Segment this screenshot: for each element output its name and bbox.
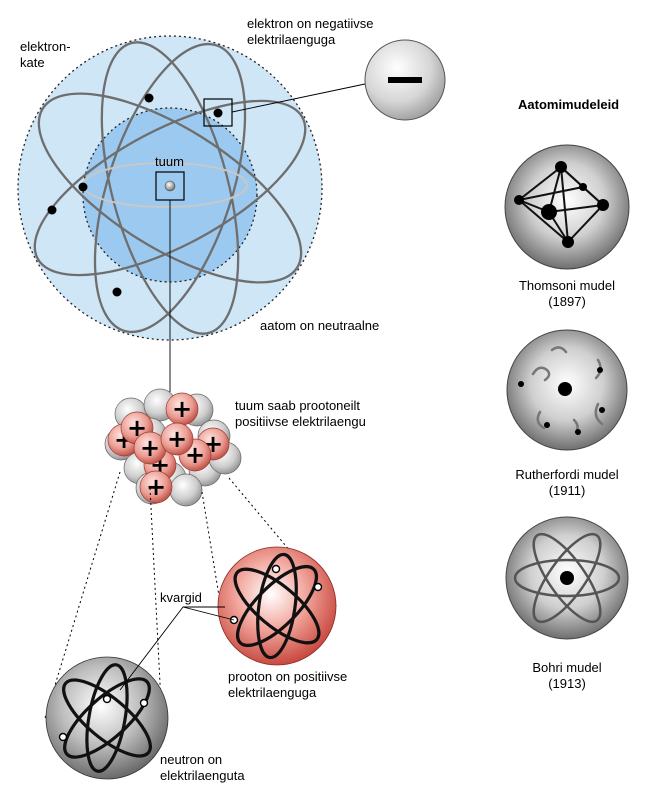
quark-dot-icon (313, 582, 323, 592)
models-heading: Aatomimudeleid (518, 97, 620, 112)
quark-leaders (119, 606, 235, 691)
bohr-model-year: (1913) (548, 676, 586, 691)
rutherford-model-year: (1911) (548, 483, 586, 498)
rutherford-model-name: Rutherfordi mudel (515, 467, 619, 482)
electron-dot-icon (112, 287, 122, 297)
electron-dot-icon (144, 93, 154, 103)
thomson-model (504, 144, 630, 270)
quark-dot-icon (102, 694, 112, 704)
atom-neutral-label: aatom on neutraalne (260, 318, 380, 333)
minus-sign-icon (388, 77, 422, 83)
proton (217, 546, 337, 666)
plus-sign-icon: + (167, 425, 187, 453)
bohr-model-name: Bohri mudel (532, 660, 602, 675)
electrons (47, 93, 223, 297)
rutherford-model (506, 329, 628, 451)
plus-sign-icon: + (146, 473, 166, 501)
nucleus-charge-label: tuum saab prootoneilt positiivse elektri… (235, 398, 366, 429)
bohr-model (505, 516, 629, 640)
quark-dot-icon (139, 698, 149, 708)
neutron (45, 656, 169, 780)
proton-sphere (160, 422, 194, 456)
nucleus-cluster: +++++++++ (104, 388, 242, 507)
quarks-label: kvargid (160, 590, 202, 605)
proton-sphere (139, 470, 173, 504)
electron-dot-icon (47, 205, 57, 215)
electron-charge-label: elektron on negatiivse elektrilaenguga (247, 16, 374, 47)
quark-dot-icon (58, 732, 68, 742)
thomson-model-name: Thomsoni mudel (518, 278, 616, 293)
atom (17, 35, 366, 392)
electron-dot-icon (78, 182, 88, 192)
electron-zoom-box (203, 98, 233, 127)
nucleus-label: tuum (155, 154, 184, 169)
neutron-label: neutron on elektrilaenguta (160, 752, 245, 783)
proton-label: prooton on positiivse elektrilaenguga (228, 669, 348, 700)
thomson-model-year: (1897) (548, 294, 586, 309)
plus-sign-icon: + (140, 434, 160, 462)
electron-zoom (364, 39, 446, 121)
plus-sign-icon: + (172, 395, 192, 423)
quark-dot-icon (271, 564, 281, 574)
nucleus-dot (164, 180, 176, 192)
neutron-sphere (169, 473, 203, 507)
zoom-line (231, 83, 366, 113)
electron-cloud-label: elektron- kate (20, 39, 71, 70)
electron-dot-icon (213, 108, 223, 118)
